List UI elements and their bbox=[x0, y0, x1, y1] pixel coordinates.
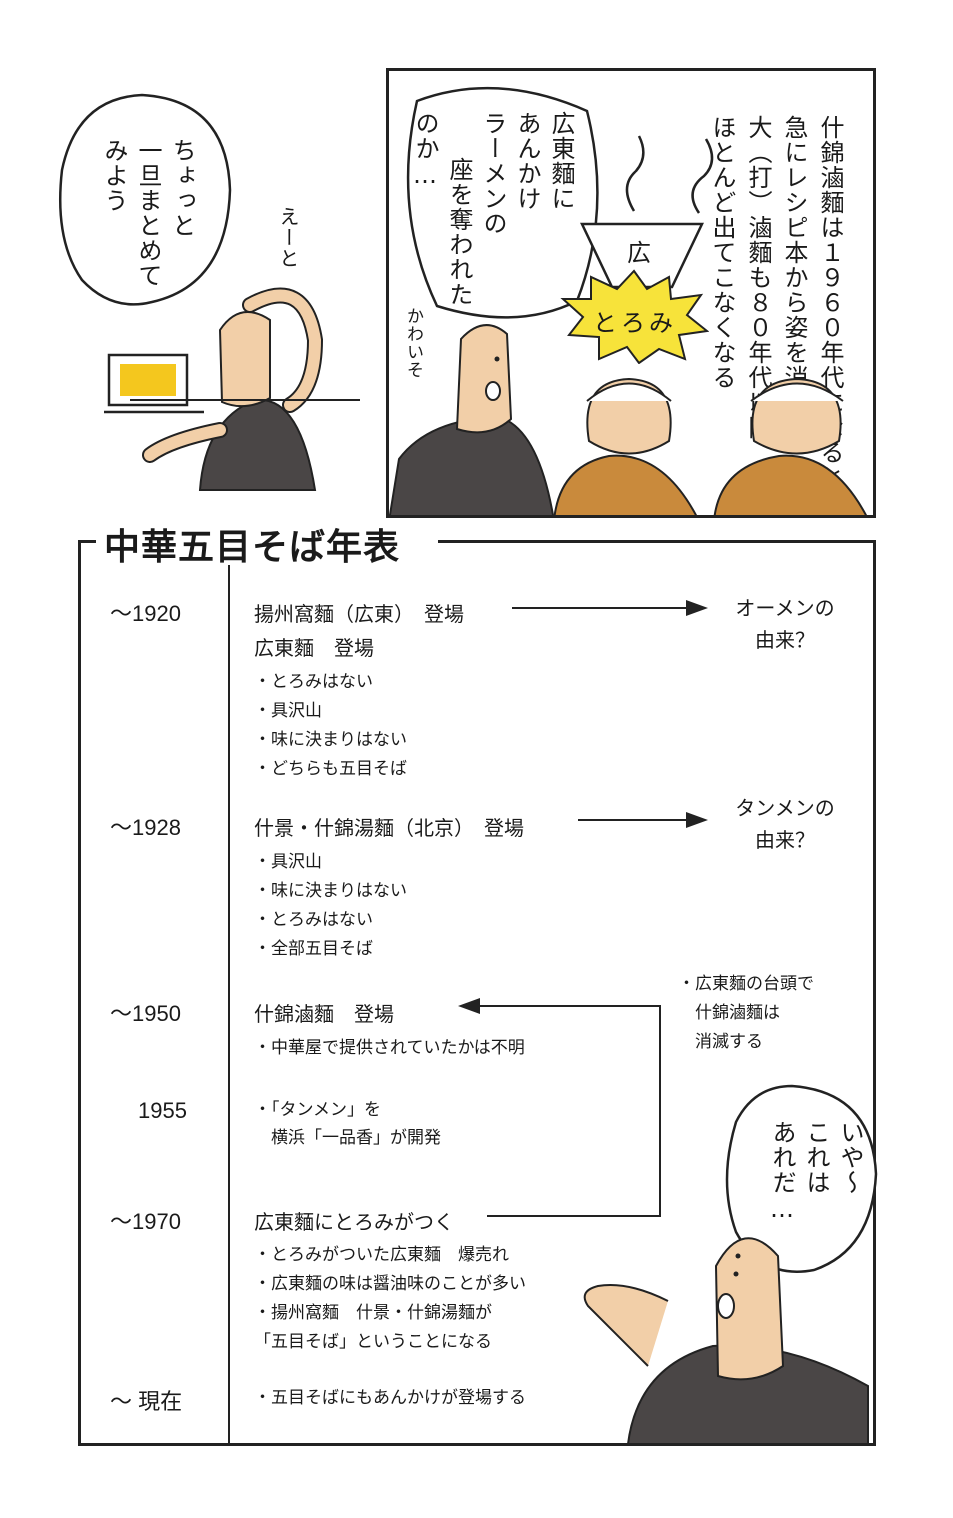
left-speech-line-3: みよう bbox=[100, 138, 128, 213]
speech-line-3: ラーメンの bbox=[479, 111, 507, 236]
manga-panel-right: 什錦滷麵は１９６０年代になると 急にレシピ本から姿を消し 大（打）滷麵も８０年代… bbox=[386, 68, 876, 518]
event-shijin: 什景・什錦湯麵（北京） 登場 bbox=[254, 816, 524, 840]
note-1920-2: ・具沢山 bbox=[254, 701, 322, 721]
year-1970: ～1970 bbox=[110, 1209, 181, 1234]
timeline-divider bbox=[228, 565, 230, 1445]
left-speech-line-2: 一旦まとめて bbox=[134, 138, 162, 288]
side-label-tanmen-2: 由来？ bbox=[755, 828, 815, 852]
bowl-label: 広 bbox=[627, 239, 651, 267]
note-1928-2: ・味に決まりはない bbox=[254, 881, 407, 901]
note-1920-3: ・味に決まりはない bbox=[254, 730, 407, 750]
note-1928-4: ・全部五目そば bbox=[254, 939, 373, 959]
cause-note-3: 消滅する bbox=[678, 1032, 763, 1052]
side-label-omen-2: 由来？ bbox=[755, 628, 815, 652]
year-present: ～ 現在 bbox=[110, 1389, 183, 1414]
cause-note-1: ・広東麵の台頭で bbox=[678, 974, 814, 994]
character-man-dark-shirt bbox=[389, 324, 554, 515]
character-orange-left bbox=[553, 377, 697, 515]
bowl-icon bbox=[580, 222, 704, 289]
timeline-panel-top-border bbox=[78, 540, 96, 543]
timeline-title: 中華五目そば年表 bbox=[104, 527, 401, 568]
event-guangdong-noodle: 広東麵 登場 bbox=[254, 636, 374, 660]
note-present-1: ・五目そばにもあんかけが登場する bbox=[254, 1388, 526, 1408]
cause-note-2: 什錦滷麵は bbox=[678, 1003, 780, 1023]
event-shijin-lumian: 什錦滷麵 登場 bbox=[254, 1002, 394, 1026]
steam-icon bbox=[625, 135, 714, 214]
left-speech-line-1: ちょっと bbox=[168, 138, 196, 238]
sfx-kawaiso: かわいそ bbox=[403, 307, 423, 379]
burst-label: とろみ bbox=[593, 309, 677, 337]
note-1950-1: ・中華屋で提供されていたかは不明 bbox=[254, 1038, 525, 1058]
note-1970-1: ・とろみがついた広東麵 爆売れ bbox=[254, 1245, 509, 1265]
speech-bubble-left bbox=[59, 93, 232, 306]
year-1950: ～1950 bbox=[110, 1001, 181, 1026]
note-1955-2: 横浜「一品香」が開発 bbox=[254, 1128, 441, 1148]
event-yangzhou: 揚州窩麵（広東） 登場 bbox=[254, 602, 464, 626]
note-1970-2: ・広東麵の味は醤油味のことが多い bbox=[254, 1274, 526, 1294]
character-thinking-man bbox=[130, 287, 360, 491]
note-1920-1: ・とろみはない bbox=[254, 672, 373, 692]
note-1928-1: ・具沢山 bbox=[254, 852, 322, 872]
bottom-speech-1: いや～ bbox=[836, 1120, 864, 1195]
note-1928-3: ・とろみはない bbox=[254, 910, 373, 930]
bottom-speech-2: これは bbox=[802, 1120, 830, 1195]
laptop-icon bbox=[104, 353, 204, 414]
side-label-tanmen-1: タンメンの bbox=[735, 796, 835, 820]
speech-bubble-bottom bbox=[725, 1084, 878, 1273]
narration-line-3: 大（打）滷麵も８０年代以降 bbox=[744, 115, 772, 440]
event-thickening: 広東麵にとろみがつく bbox=[254, 1210, 454, 1234]
speech-line-5: のか… bbox=[411, 111, 439, 190]
year-1920: ～1920 bbox=[110, 601, 181, 626]
speech-line-1: 広東麵に bbox=[547, 111, 575, 211]
year-1928: ～1928 bbox=[110, 815, 181, 840]
burst-icon bbox=[560, 269, 709, 364]
side-label-omen-1: オーメンの bbox=[735, 596, 835, 620]
narration-line-2: 急にレシピ本から姿を消し bbox=[780, 115, 808, 415]
note-1920-4: ・どちらも五目そば bbox=[254, 759, 407, 779]
note-1955-1: ・「タンメン」を bbox=[254, 1100, 381, 1120]
character-orange-right bbox=[713, 377, 867, 515]
sfx-eeto: えーと bbox=[276, 206, 300, 269]
year-1955: 1955 bbox=[138, 1098, 187, 1123]
bottom-speech-3: あれだ… bbox=[768, 1120, 796, 1224]
note-1970-3: ・揚州窩麵 什景・什錦湯麵が bbox=[254, 1303, 492, 1323]
speech-line-2: あんかけ bbox=[513, 111, 541, 211]
character-bottom-man bbox=[583, 1237, 869, 1444]
timeline-panel-top-border-right bbox=[438, 540, 876, 543]
speech-line-4: 座を奪われた bbox=[445, 157, 473, 307]
note-1970-4: 「五目そば」ということになる bbox=[254, 1332, 492, 1352]
